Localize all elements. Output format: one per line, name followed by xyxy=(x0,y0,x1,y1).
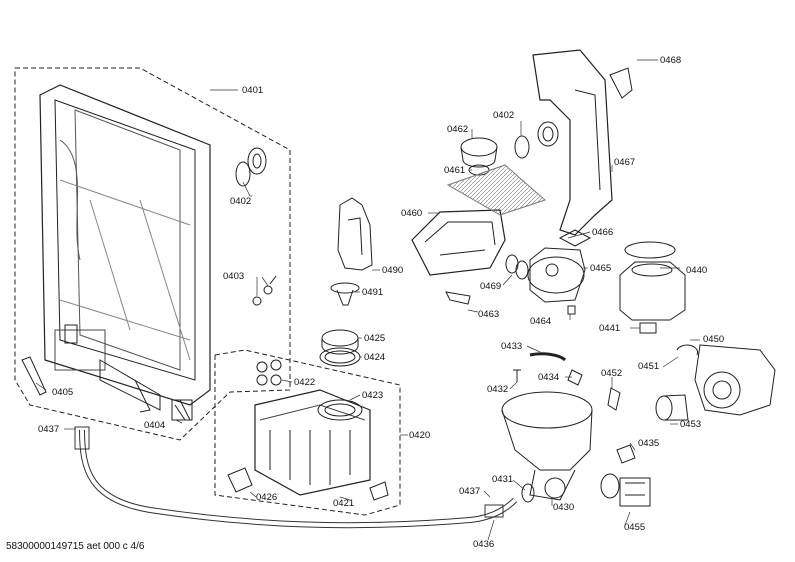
callout-0466: 0466 xyxy=(592,227,614,238)
grommet-right xyxy=(514,121,559,159)
seal-0433 xyxy=(529,352,567,362)
clip-0421 xyxy=(369,481,389,501)
callout-0435: 0435 xyxy=(638,438,660,449)
plug-0464 xyxy=(567,305,576,315)
grommet-left xyxy=(235,147,267,187)
part-0452 xyxy=(607,387,621,411)
callout-0452: 0452 xyxy=(601,368,623,379)
group-outline-dosing xyxy=(214,349,401,516)
callout-0423: 0423 xyxy=(362,390,384,401)
pump-0465 xyxy=(527,247,586,303)
callout-0462: 0462 xyxy=(447,124,469,135)
sensor-0404 xyxy=(171,399,193,421)
ring-0440 xyxy=(624,241,676,259)
group-outline-side-panel xyxy=(14,67,291,441)
filter-cap-0462 xyxy=(460,137,498,168)
callout-0463: 0463 xyxy=(478,309,500,320)
sump-bottom-0430 xyxy=(501,391,620,501)
callout-0402-left: 0402 xyxy=(230,196,252,207)
callout-0436: 0436 xyxy=(473,539,495,550)
duct-0467 xyxy=(532,49,613,236)
part-0435 xyxy=(616,444,636,464)
callout-0432: 0432 xyxy=(487,384,509,395)
callout-0404: 0404 xyxy=(144,420,166,431)
callout-0467: 0467 xyxy=(614,157,636,168)
connector-0426 xyxy=(227,467,253,493)
callout-0422: 0422 xyxy=(294,377,316,388)
callout-0465: 0465 xyxy=(590,263,612,274)
callout-0402-right: 0402 xyxy=(493,110,515,121)
callout-0403: 0403 xyxy=(223,271,245,282)
seal-0424 xyxy=(319,347,361,367)
callout-0401: 0401 xyxy=(242,85,264,96)
callout-0433: 0433 xyxy=(501,341,523,352)
callout-0425: 0425 xyxy=(364,333,386,344)
clip-0434 xyxy=(567,369,583,386)
callout-0431: 0431 xyxy=(492,474,514,485)
callout-0434: 0434 xyxy=(538,372,560,383)
callout-0424: 0424 xyxy=(364,352,386,363)
gasket-0466 xyxy=(558,229,592,247)
callout-0440: 0440 xyxy=(686,265,708,276)
seal-0469 xyxy=(505,254,529,280)
callout-0441: 0441 xyxy=(599,323,621,334)
dispenser-0420 xyxy=(254,389,371,496)
valve-0455 xyxy=(619,477,651,507)
callout-0469: 0469 xyxy=(480,281,502,292)
clip-0405 xyxy=(21,356,47,396)
callout-0426: 0426 xyxy=(256,492,278,503)
callout-0420: 0420 xyxy=(409,430,431,441)
heater-0440 xyxy=(619,261,686,321)
hose-stub-0453 xyxy=(655,394,689,421)
callout-0464: 0464 xyxy=(530,316,552,327)
filter-0441 xyxy=(639,322,657,334)
sump-0460 xyxy=(411,209,506,276)
filter-mesh xyxy=(446,164,546,216)
cap-0491 xyxy=(330,282,360,306)
callout-0405: 0405 xyxy=(52,387,74,398)
bracket-0463 xyxy=(445,291,471,305)
callout-0437-right: 0437 xyxy=(459,486,481,497)
callout-0451: 0451 xyxy=(638,361,660,372)
screw-0432 xyxy=(513,369,521,382)
seal-0431 xyxy=(521,483,535,503)
callout-0490: 0490 xyxy=(382,265,404,276)
document-reference: 58300000149715 aet 000 c 4/6 xyxy=(6,541,145,552)
callout-0450: 0450 xyxy=(703,334,725,345)
callout-0437-left: 0437 xyxy=(38,424,60,435)
pump-0450 xyxy=(694,344,776,416)
funnel-0490 xyxy=(337,197,373,271)
callout-0468: 0468 xyxy=(660,55,682,66)
clip-0468 xyxy=(609,67,633,99)
callout-0430: 0430 xyxy=(553,502,575,513)
seal-set-0422 xyxy=(256,359,282,386)
clamp-0451 xyxy=(676,344,699,356)
callout-0491: 0491 xyxy=(362,287,384,298)
side-panel-part xyxy=(39,84,211,413)
callout-0461: 0461 xyxy=(444,165,466,176)
callout-0455: 0455 xyxy=(624,522,646,533)
callout-0453: 0453 xyxy=(680,419,702,430)
callout-0421: 0421 xyxy=(333,498,355,509)
callout-0460: 0460 xyxy=(401,208,423,219)
